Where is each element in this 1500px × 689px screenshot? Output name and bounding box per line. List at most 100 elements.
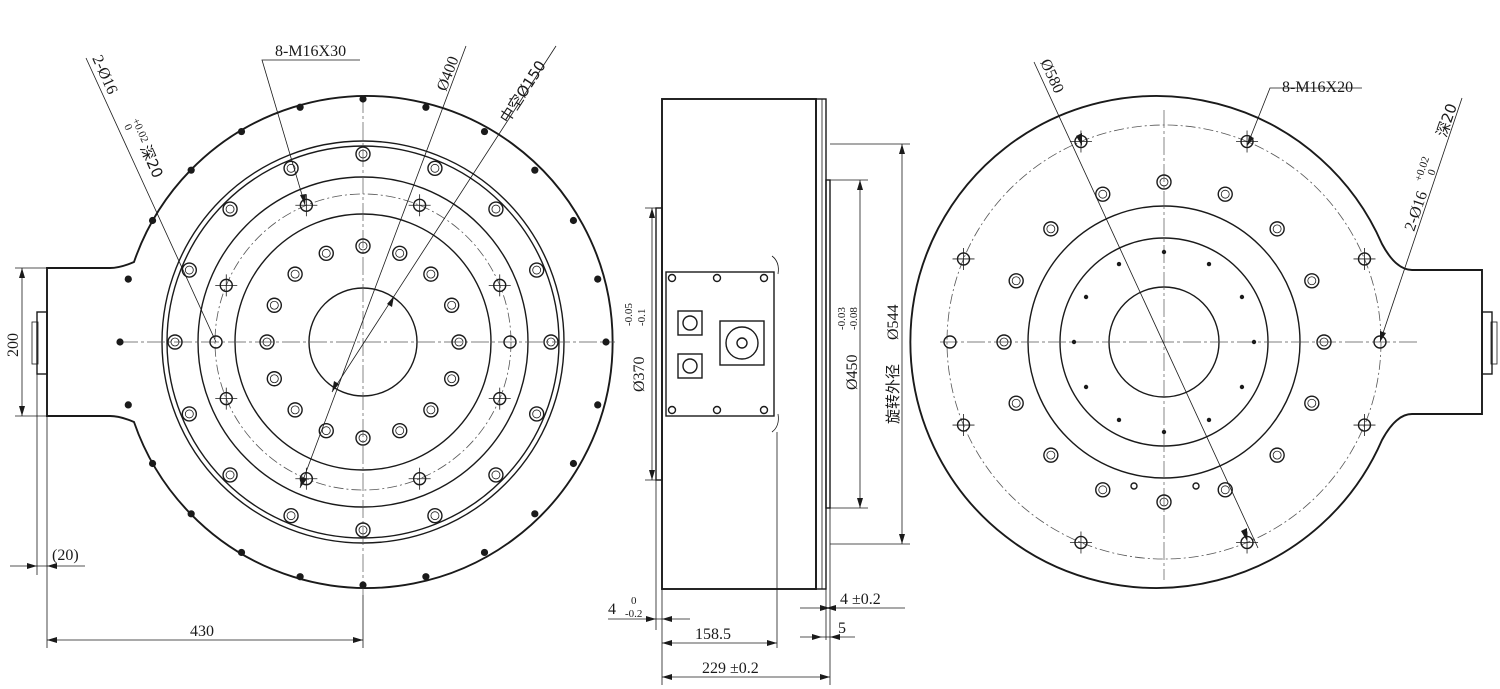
outer-bolt-hole (1217, 186, 1233, 202)
outer-dot-hole (422, 573, 430, 581)
inner-bolt-hole (392, 245, 408, 262)
pin-hole (209, 335, 223, 349)
outer-dot-hole (187, 510, 195, 518)
pcd-hole (408, 467, 431, 490)
inner-small-hole (1116, 261, 1122, 267)
inner-bolt-hole (423, 402, 439, 418)
outer-bolt-hole (1156, 494, 1172, 510)
outer-bolt-hole (1304, 395, 1320, 411)
flange-bolt-hole (488, 467, 504, 483)
pcd-hole (408, 194, 431, 217)
outer-dot-hole (124, 401, 132, 409)
flange-bolt-hole (283, 507, 299, 524)
inner-bolt-hole (259, 334, 275, 350)
outer-dot-hole (422, 103, 430, 111)
inner-small-hole (1071, 339, 1077, 345)
outer-dot-hole (531, 166, 539, 174)
right-connector (1481, 311, 1493, 375)
outer-bolt-hole (1095, 186, 1111, 202)
outer-dot-hole (531, 510, 539, 518)
socket-2 (677, 353, 703, 379)
outer-dot-hole (569, 459, 578, 468)
outer-dot-hole (124, 275, 132, 283)
inner-small-hole (1206, 261, 1212, 267)
outer-dot-hole (602, 338, 610, 346)
outer-dot-hole (594, 275, 602, 283)
label-right-bolts: 8-M16X20 (1282, 79, 1353, 96)
socket-large (719, 320, 765, 366)
label-dia-450: Ø450 (844, 354, 861, 390)
dim-200: 200 (5, 333, 22, 357)
flange-bolt-hole (283, 160, 299, 177)
inner-bolt-hole (318, 245, 334, 262)
flange-bolt-hole (222, 467, 238, 483)
pcd-hole (952, 414, 975, 437)
inner-bolt-hole (451, 334, 467, 350)
side-flange (815, 98, 827, 590)
outer-dot-hole (237, 548, 246, 557)
outer-dot-hole (296, 103, 304, 111)
label-left-pin: 2-Ø16 (88, 53, 120, 97)
flange-bolt-hole (167, 334, 183, 350)
side-body (661, 98, 817, 590)
dim-430: 430 (190, 623, 214, 640)
dim-229: 229 ±0.2 (702, 660, 759, 677)
pcd-hole (215, 387, 238, 410)
flange-bolt-hole (488, 201, 504, 217)
connector-plate (665, 271, 775, 417)
inner-small-hole (1239, 384, 1245, 390)
outer-dot-hole (237, 127, 246, 136)
svg-text:-0.1: -0.1 (636, 309, 648, 326)
dim-158: 158.5 (695, 626, 731, 643)
side-view (655, 98, 831, 590)
dim-4-left: 4 (608, 601, 616, 618)
svg-text:深20: 深20 (1433, 101, 1461, 139)
inner-small-hole (1161, 249, 1167, 255)
right-view (909, 95, 1498, 589)
inner-small-hole (1239, 294, 1245, 300)
outer-dot-hole (296, 573, 304, 581)
outer-bolt-hole (1217, 482, 1233, 498)
left-outer-profile (46, 95, 614, 589)
svg-text:+0.02: +0.02 (129, 116, 150, 144)
flange-bolt-hole (427, 507, 443, 524)
inner-bolt-hole (287, 266, 303, 282)
svg-text:-0.2: -0.2 (625, 608, 642, 620)
inner-bolt-hole (287, 402, 303, 418)
svg-text:深20: 深20 (136, 142, 166, 180)
inner-bolt-hole (355, 430, 371, 446)
flange-bolt-hole (543, 334, 559, 350)
outer-dot-hole (148, 459, 157, 468)
outer-dot-hole (359, 581, 367, 589)
pin-hole (503, 335, 517, 349)
flange-bolt-hole (355, 146, 371, 162)
label-left-bolts: 8-M16X30 (275, 43, 346, 60)
inner-small-hole (1251, 339, 1257, 345)
inner-small-hole (1116, 417, 1122, 423)
pcd-hole (1353, 247, 1376, 270)
pcd-hole (488, 387, 511, 410)
flange-bolt-hole (528, 406, 545, 422)
flange-bolt-hole (222, 201, 238, 217)
flange-bolt-hole (427, 160, 443, 177)
inner-bolt-hole (423, 266, 439, 282)
inner-bolt-hole (355, 238, 371, 254)
inner-small-hole (1083, 294, 1089, 300)
outer-bolt-hole (1095, 482, 1111, 498)
dim-5: 5 (838, 620, 846, 637)
label-dia-400: Ø400 (434, 54, 463, 93)
socket-1 (677, 310, 703, 336)
svg-text:-0.08: -0.08 (848, 307, 860, 330)
left-view (31, 95, 615, 595)
outer-bolt-hole (1269, 447, 1285, 463)
outer-bolt-hole (1008, 273, 1024, 289)
dim-4-right: 4 ±0.2 (840, 591, 881, 608)
inner-small-hole (1206, 417, 1212, 423)
pcd-hole (1353, 414, 1376, 437)
left-connector-inner (31, 321, 39, 365)
label-dia-370: Ø370 (631, 356, 648, 392)
flange-bolt-hole (355, 522, 371, 538)
outer-bolt-hole (1316, 334, 1332, 350)
left-connector (36, 311, 48, 375)
